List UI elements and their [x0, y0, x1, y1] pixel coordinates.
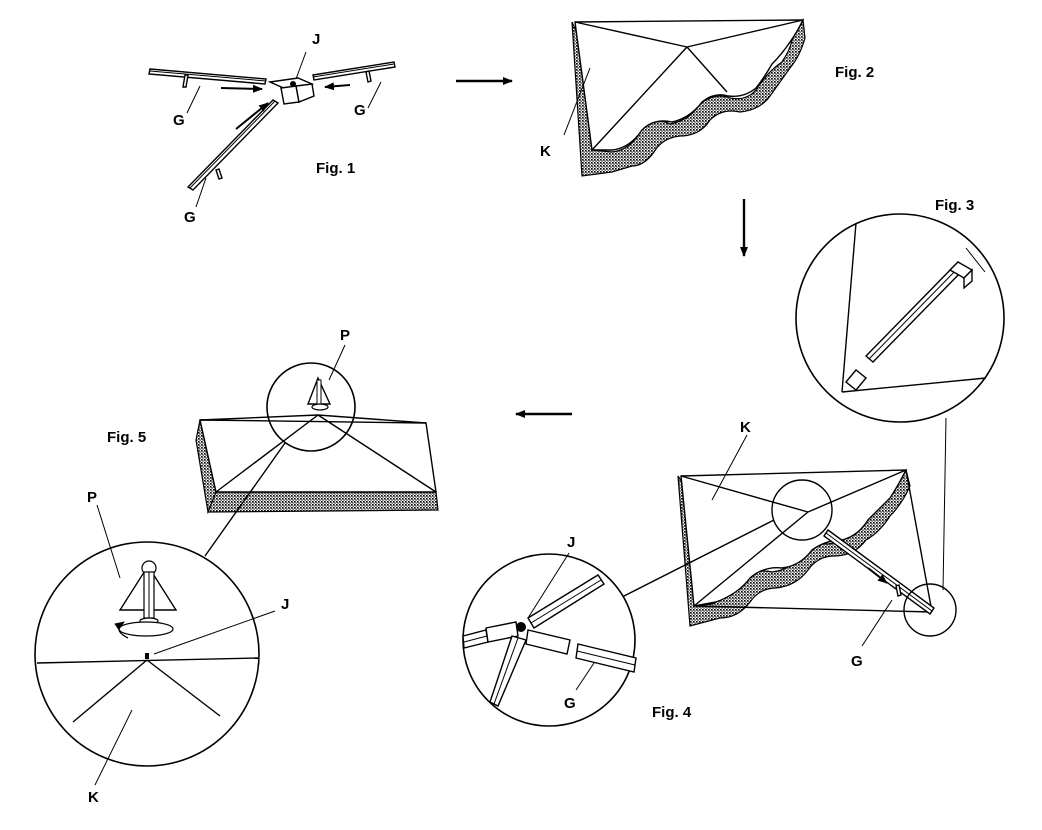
figure-4-caption: Fig. 4 — [652, 704, 692, 721]
label-j-fig5: J — [281, 596, 289, 613]
label-k-fig2: K — [540, 143, 551, 160]
figure-4: K G — [621, 419, 957, 670]
label-g-fig1-right: G — [354, 102, 366, 119]
label-g-fig4: G — [851, 653, 863, 670]
push-arrows — [220, 82, 351, 130]
label-g-fig1-lower: G — [184, 209, 196, 226]
label-k-fig5: K — [88, 789, 99, 806]
label-p-fig5: P — [87, 489, 97, 506]
figure-2: K Fig. 2 — [540, 18, 874, 177]
figure-1-caption: Fig. 1 — [316, 160, 355, 177]
figure-5-caption: Fig. 5 — [107, 429, 146, 446]
label-j-fig4: J — [567, 534, 575, 551]
figure-3: Fig. 3 — [795, 197, 1005, 591]
label-p-fig5-top: P — [340, 327, 350, 344]
figure-3-caption: Fig. 3 — [935, 197, 974, 214]
figure-2-caption: Fig. 2 — [835, 64, 874, 81]
figure-4-zoom-joint: J G Fig. 4 — [462, 534, 692, 727]
tube-lower — [186, 99, 280, 191]
tube-left — [148, 68, 267, 88]
label-g-fig4-zoom: G — [564, 695, 576, 712]
label-g-fig1-left: G — [173, 112, 185, 129]
figure-5-zoom: P J K — [34, 489, 289, 806]
tube-right — [312, 61, 396, 83]
label-j-fig1: J — [312, 31, 320, 48]
zoom-circle-fig3 — [795, 213, 1005, 423]
figure-1: J G G G Fig. 1 — [148, 31, 396, 226]
figure-5: P Fig. 5 — [107, 327, 439, 557]
joint-j — [267, 77, 315, 105]
label-k-fig4: K — [740, 419, 751, 436]
